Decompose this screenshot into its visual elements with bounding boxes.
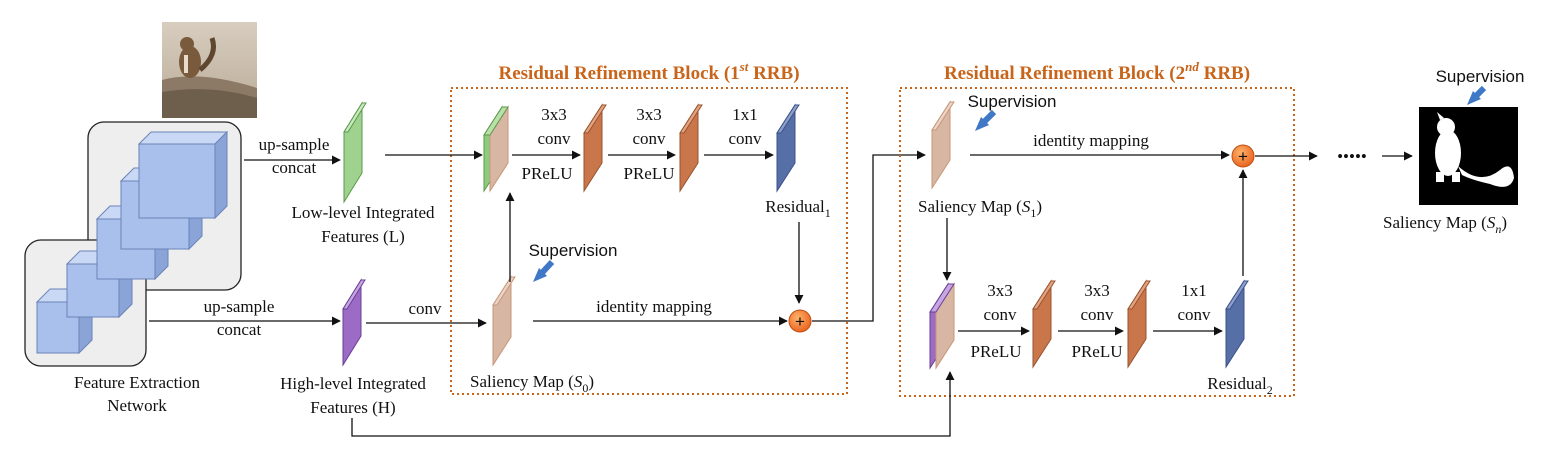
rrb2-conv-1: 3x3 conv PReLU	[958, 281, 1030, 361]
rrb2-k3: 1x1	[1181, 281, 1207, 300]
rrb2-conv3-label: conv	[1177, 305, 1211, 324]
rrb2-identity-label: identity mapping	[1033, 131, 1149, 150]
rrb-1-block: Residual Refinement Block (1st RRB)	[450, 59, 848, 395]
plus-circle-icon: +	[1238, 147, 1248, 166]
saliency-map-s1-label: Saliency Map (S1)	[918, 197, 1042, 220]
rrb2-supervision: Supervision	[968, 92, 1057, 131]
high-level-label-1: High-level Integrated	[280, 374, 426, 393]
concat-label-low: concat	[272, 158, 317, 177]
rrb1-conv2-label: conv	[632, 129, 666, 148]
high-upsample-edge: up-sample concat	[149, 297, 341, 339]
rrb2-k1: 3x3	[987, 281, 1013, 300]
rrb2-conv2-label: conv	[1080, 305, 1114, 324]
rrb-2-title: Residual Refinement Block (2nd RRB)	[944, 59, 1250, 84]
rrb2-k2: 3x3	[1084, 281, 1110, 300]
rrb1-residual-label: Residual1	[765, 197, 831, 220]
rrb2-residual-label: Residual2	[1207, 374, 1273, 397]
rrb1-identity-label: identity mapping	[596, 297, 712, 316]
rrb1-k1: 3x3	[541, 105, 567, 124]
output-supervision-label: Supervision	[1436, 67, 1525, 86]
rrb1-k2: 3x3	[636, 105, 662, 124]
high-level-label-2: Features (H)	[310, 398, 395, 417]
cube-5	[137, 130, 229, 220]
rrb1-k3: 1x1	[732, 105, 758, 124]
low-level-label-1: Low-level Integrated	[291, 203, 435, 222]
rrb1-conv-layer-1	[583, 103, 607, 193]
add1-to-s1-edge	[812, 150, 926, 322]
output-supervision: Supervision	[1436, 67, 1525, 105]
low-upsample-edge: up-sample concat	[244, 135, 341, 177]
blue-arrowhead-icon	[1467, 91, 1481, 105]
rrb1-supervision-label: Supervision	[529, 241, 618, 260]
feature-extraction-label-1: Feature Extraction	[74, 373, 201, 392]
rrb2-residual-layer: Residual2	[1207, 279, 1273, 397]
rrb2-conv-layer-1	[1032, 279, 1056, 369]
rrb1-concat-layer	[483, 105, 509, 193]
rrb1-prelu-1: PReLU	[522, 164, 573, 183]
upsample-label-low: up-sample	[259, 135, 330, 154]
squirrel-saliency-silhouette-icon	[1419, 107, 1518, 205]
rrb2-conv1-label: conv	[983, 305, 1017, 324]
rrb2-identity-edge: identity mapping	[970, 131, 1230, 160]
saliency-map-s0: Saliency Map (S0)	[470, 275, 594, 395]
rrb1-conv-2: 3x3 conv PReLU	[608, 105, 676, 183]
rrb2-prelu-1: PReLU	[971, 342, 1022, 361]
rrb2-prelu-2: PReLU	[1072, 342, 1123, 361]
concat-label-high: concat	[217, 320, 262, 339]
squirrel-photo-icon	[162, 22, 257, 118]
upsample-label-high: up-sample	[204, 297, 275, 316]
feature-extraction-network: Feature Extraction Network	[24, 121, 242, 415]
low-level-features: Low-level Integrated Features (L)	[291, 101, 435, 246]
blue-arrowhead-icon	[533, 268, 547, 282]
rrb1-residual-layer: Residual1	[765, 103, 831, 220]
plus-circle-icon: +	[795, 312, 805, 331]
rrb1-conv3-label: conv	[728, 129, 762, 148]
feature-extraction-label-2: Network	[107, 396, 167, 415]
rrb-1-title: Residual Refinement Block (1st RRB)	[498, 59, 799, 84]
rrb1-conv-3: 1x1 conv	[704, 105, 774, 160]
rrb2-add-node: +	[1231, 144, 1255, 168]
high-level-features: High-level Integrated Features (H)	[280, 278, 426, 417]
rrb1-add-node: +	[788, 309, 812, 333]
saliency-map-sn-label: Saliency Map (Sn)	[1383, 213, 1507, 236]
rrb1-prelu-2: PReLU	[624, 164, 675, 183]
rrb1-conv-1: 3x3 conv PReLU	[512, 105, 581, 183]
rrb1-conv1-label: conv	[537, 129, 571, 148]
saliency-map-s0-label: Saliency Map (S0)	[470, 372, 594, 395]
blue-arrowhead-icon	[975, 117, 989, 131]
ellipsis-dots: •••••	[1337, 147, 1367, 166]
high-to-s0-edge: conv	[366, 299, 487, 328]
rrb2-conv-3: 1x1 conv	[1153, 281, 1223, 336]
rrb2-supervision-label: Supervision	[968, 92, 1057, 111]
saliency-map-s1: Saliency Map (S1)	[918, 100, 1042, 220]
rrb1-identity-edge: identity mapping	[533, 297, 788, 326]
rrb-2-block: Residual Refinement Block (2nd RRB)	[899, 59, 1295, 397]
rrb2-conv-2: 3x3 conv PReLU	[1058, 281, 1124, 361]
high-conv-label: conv	[408, 299, 442, 318]
low-level-label-2: Features (L)	[321, 227, 405, 246]
rrb1-supervision: Supervision	[529, 241, 618, 282]
rrb2-concat-layer	[929, 282, 955, 370]
rrb1-conv-layer-2	[679, 103, 703, 193]
high-to-rrb2-edge	[351, 371, 955, 437]
rrb2-conv-layer-2	[1127, 279, 1151, 369]
